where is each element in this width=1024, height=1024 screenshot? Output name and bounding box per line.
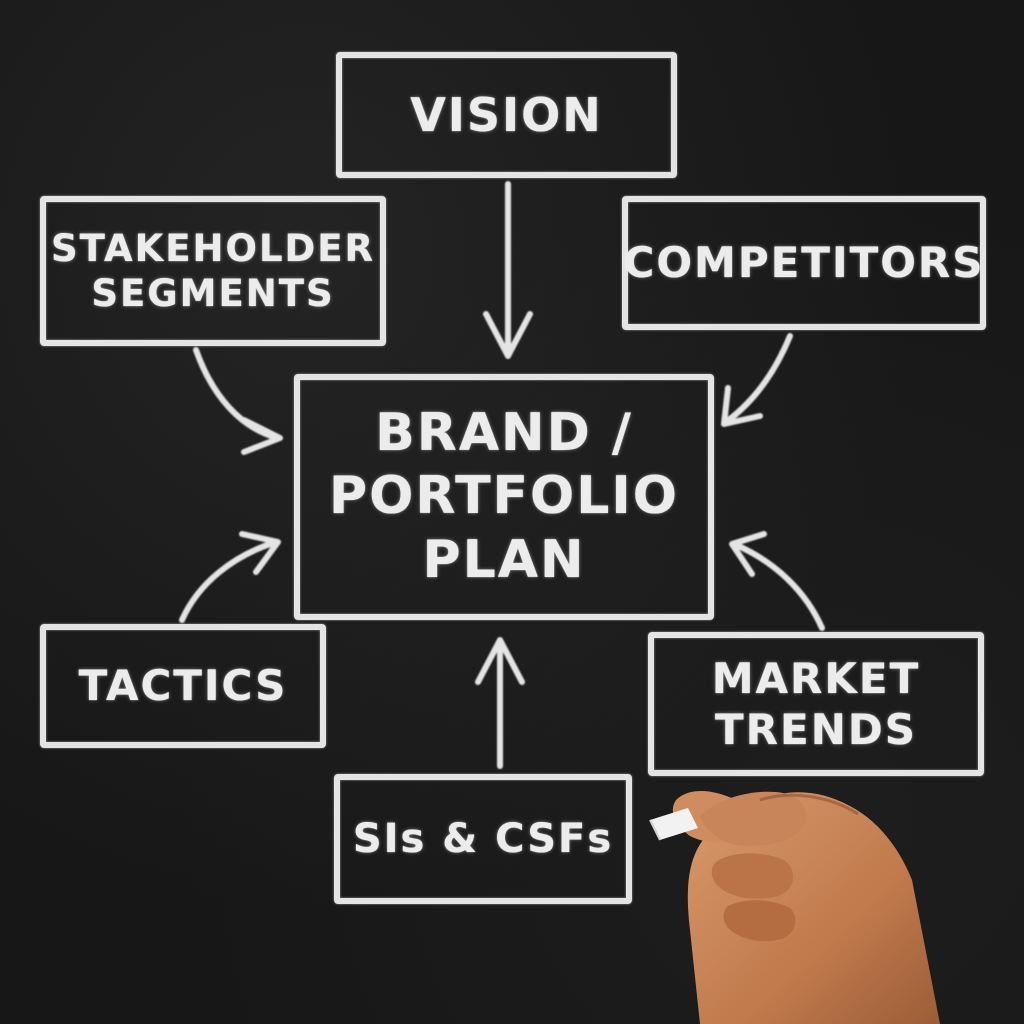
- competitors-box: COMPETITORS: [622, 196, 986, 330]
- market-trends-label: MARKET TRENDS: [711, 653, 921, 754]
- arrow-sis-to-plan: [475, 637, 525, 769]
- stakeholder-segments-box: STAKEHOLDER SEGMENTS: [40, 196, 386, 346]
- arrow-stakeholder-to-plan: [193, 347, 283, 455]
- market-trends-box: MARKET TRENDS: [648, 632, 984, 776]
- chalk-stick-icon: [649, 808, 698, 841]
- tactics-label: TACTICS: [78, 661, 288, 711]
- brand-portfolio-plan-label: BRAND / PORTFOLIO PLAN: [329, 402, 679, 590]
- sis-csfs-label: SIs & CSFs: [352, 815, 614, 862]
- brand-portfolio-plan-box: BRAND / PORTFOLIO PLAN: [294, 374, 714, 620]
- tactics-box: TACTICS: [40, 624, 326, 748]
- competitors-label: COMPETITORS: [623, 238, 985, 288]
- sis-csfs-box: SIs & CSFs: [334, 774, 632, 904]
- arrow-competitors-to-plan: [721, 333, 793, 427]
- vision-label: VISION: [410, 87, 603, 142]
- vision-box: VISION: [336, 52, 677, 178]
- arrow-market-to-plan: [729, 531, 825, 631]
- stakeholder-segments-label: STAKEHOLDER SEGMENTS: [50, 226, 376, 315]
- arrow-tactics-to-plan: [179, 531, 281, 623]
- arrow-vision-to-plan: [483, 181, 533, 359]
